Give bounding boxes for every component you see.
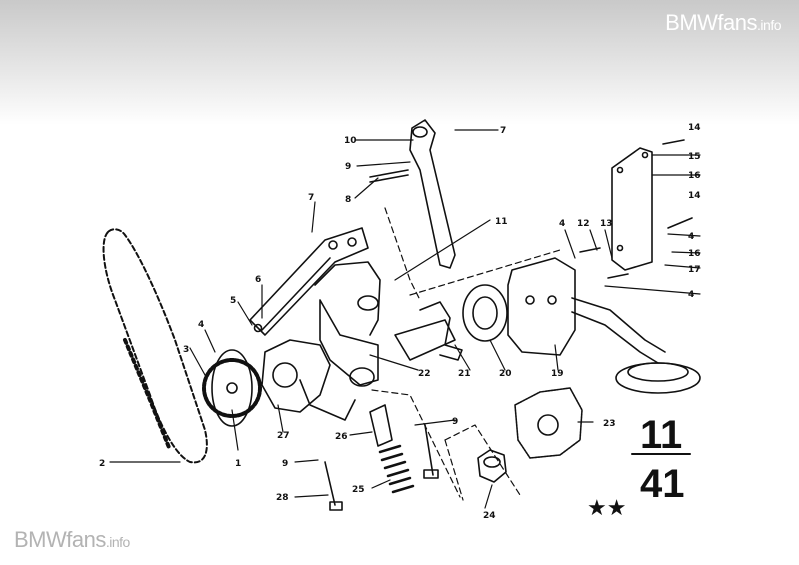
group-number-top: 11 <box>640 413 682 457</box>
callout-4c: 4 <box>688 232 694 242</box>
callout-1: 1 <box>235 459 241 469</box>
callout-19: 19 <box>551 369 564 379</box>
callout-26: 26 <box>335 432 348 442</box>
callout-4d: 4 <box>688 290 694 300</box>
callout-4a: 4 <box>198 320 204 330</box>
callout-17: 17 <box>688 265 701 275</box>
oil-tube <box>369 119 456 269</box>
callout-22: 22 <box>418 369 431 379</box>
watermark-bottom-suffix: .info <box>105 534 130 550</box>
callout-13: 13 <box>600 219 613 229</box>
watermark-bottom-main: BMWfans <box>14 527 106 552</box>
callout-9a: 9 <box>345 162 351 172</box>
callout-28: 28 <box>276 493 289 503</box>
callout-9c: 9 <box>282 459 288 469</box>
callout-16a: 16 <box>688 171 701 181</box>
callout-9b: 9 <box>452 417 458 427</box>
callout-4b: 4 <box>559 219 565 229</box>
callout-6: 6 <box>255 275 261 285</box>
relief-valve-spring <box>369 404 415 494</box>
oil-pump-body <box>261 261 381 421</box>
callout-14a: 14 <box>688 123 701 133</box>
nut <box>477 449 507 483</box>
cover-plate <box>611 147 653 271</box>
sprocket-gear <box>202 349 262 427</box>
watermark-top: BMWfans.info <box>665 10 781 36</box>
callout-14b: 14 <box>688 191 701 201</box>
callout-25: 25 <box>352 485 365 495</box>
callout-11: 11 <box>495 217 508 227</box>
callout-15: 15 <box>688 152 701 162</box>
callout-27: 27 <box>277 431 290 441</box>
callout-7a: 7 <box>308 193 314 203</box>
callout-10: 10 <box>344 136 357 146</box>
callout-16b: 16 <box>688 249 701 259</box>
assembly-outlines <box>371 207 561 501</box>
callout-7b: 7 <box>500 126 506 136</box>
callout-3: 3 <box>183 345 189 355</box>
watermark-top-suffix: .info <box>757 17 781 33</box>
callout-numbers: 2 1 3 4 5 6 7 8 9 10 7 11 4 12 13 14 15 … <box>99 123 701 521</box>
callout-24: 24 <box>483 511 496 521</box>
callout-12: 12 <box>577 219 590 229</box>
callout-23: 23 <box>603 419 616 429</box>
leader-lines <box>109 129 701 509</box>
watermark-bottom: BMWfans.info <box>14 527 130 553</box>
callout-20: 20 <box>499 369 512 379</box>
header-gradient <box>0 0 799 125</box>
watermark-top-main: BMWfans <box>665 10 758 35</box>
group-number-bottom: 41 <box>640 462 685 506</box>
callout-8: 8 <box>345 195 351 205</box>
callout-5: 5 <box>230 296 236 306</box>
marking-stars: ★★ <box>587 496 626 521</box>
rotor-parts <box>394 284 508 361</box>
pump-housing-pickup <box>507 257 701 394</box>
callout-21: 21 <box>458 369 471 379</box>
gasket <box>514 387 583 459</box>
pump-bracket <box>249 227 369 336</box>
timing-chain <box>102 228 208 464</box>
callout-2: 2 <box>99 459 105 469</box>
